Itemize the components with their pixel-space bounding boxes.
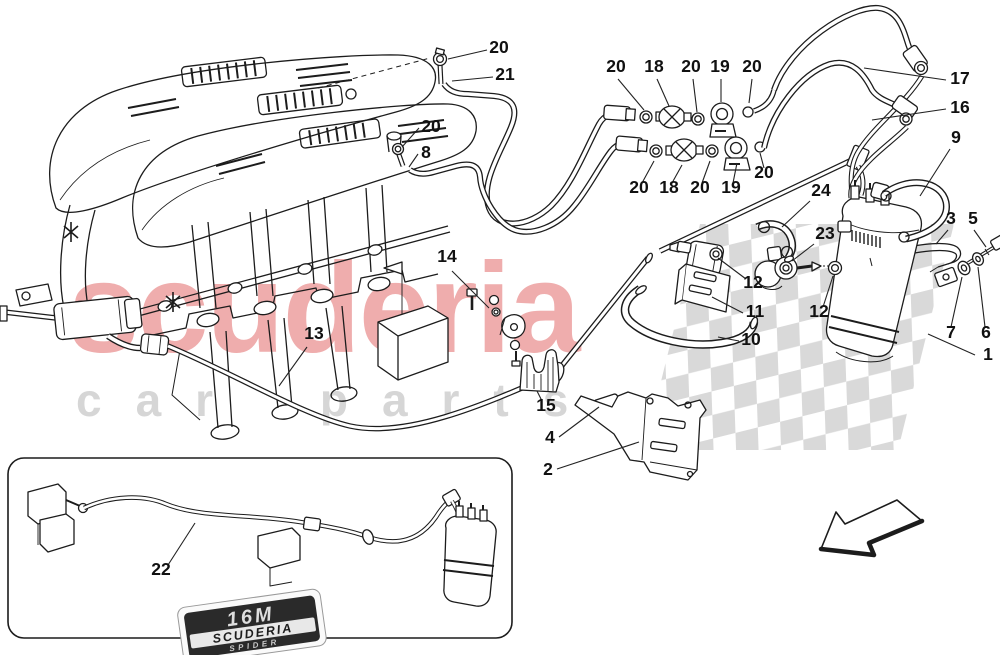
callout-leader xyxy=(536,390,543,402)
check-valve-row-2 xyxy=(649,136,766,171)
model-badge: 16M SCUDERIA SPIDER xyxy=(177,588,327,655)
vent-pipes-drawing xyxy=(764,8,929,198)
callout-leader xyxy=(278,346,308,387)
callout-leader xyxy=(950,276,963,328)
callout-leader xyxy=(935,229,949,245)
callout-leader xyxy=(748,78,753,104)
callout-leader xyxy=(732,162,738,184)
callout-label: 5 xyxy=(968,208,978,228)
watermark-brand: scuderia xyxy=(68,237,581,380)
callout-label: 15 xyxy=(536,395,556,415)
callout-label: 20 xyxy=(681,56,701,76)
callout-leader xyxy=(781,200,811,228)
callout-label: 14 xyxy=(437,246,457,266)
purge-hoses-drawing xyxy=(391,47,649,232)
callout-label: 16 xyxy=(950,97,970,117)
callout-label: 23 xyxy=(815,223,835,243)
check-valve-row-1 xyxy=(639,90,774,138)
callout-label: 20 xyxy=(754,162,774,182)
callout-label: 18 xyxy=(659,177,679,197)
callout-label: 20 xyxy=(690,177,710,197)
callout-label: 18 xyxy=(644,56,664,76)
callout-label: 7 xyxy=(946,322,956,342)
evap-canister-drawing xyxy=(825,180,1000,363)
callout-leader xyxy=(977,266,986,328)
callout-label: 20 xyxy=(629,177,649,197)
callout-label: 12 xyxy=(809,301,829,321)
callout-label: 8 xyxy=(421,142,431,162)
clamp-kit-14-drawing xyxy=(377,261,526,381)
callout-leader xyxy=(641,160,655,184)
callout-leader xyxy=(671,164,683,184)
callout-leader xyxy=(791,243,815,262)
callout-leader xyxy=(447,49,488,60)
callout-leader xyxy=(656,78,670,107)
callout-leader xyxy=(822,275,834,308)
callout-label: 22 xyxy=(151,559,171,579)
callout-label: 17 xyxy=(950,68,969,88)
callout-leader xyxy=(759,152,765,169)
callout-leader xyxy=(451,270,490,309)
callout-leader xyxy=(711,296,744,314)
callout-leader xyxy=(692,78,698,113)
callout-leader xyxy=(401,127,420,148)
callout-label: 12 xyxy=(743,272,763,292)
engine-intake-drawing xyxy=(15,54,477,440)
callout-label: 9 xyxy=(951,127,961,147)
callout-label: 20 xyxy=(489,37,509,57)
callout-leader xyxy=(973,229,987,248)
callout-label: 19 xyxy=(721,177,741,197)
callout-leader xyxy=(167,522,196,566)
callout-leader xyxy=(863,67,947,81)
callout-label: 13 xyxy=(304,323,324,343)
bracket-drawing xyxy=(519,349,707,481)
callout-label: 11 xyxy=(746,301,765,321)
callout-label: 2 xyxy=(543,459,553,479)
callout-leader xyxy=(927,333,976,356)
inset-pipe-22-drawing xyxy=(27,483,497,607)
callout-label: 24 xyxy=(811,180,831,200)
callout-leader xyxy=(556,441,640,470)
callout-leader xyxy=(408,153,419,168)
callout-leader xyxy=(871,108,947,121)
callout-leader xyxy=(617,78,645,111)
callout-leader xyxy=(451,76,494,82)
callout-label: 3 xyxy=(946,208,956,228)
callout-leader xyxy=(717,257,747,280)
callout-label: 10 xyxy=(741,329,761,349)
callout-label: 4 xyxy=(545,427,555,447)
callout-label: 1 xyxy=(983,344,993,364)
direction-arrow xyxy=(818,499,925,558)
callout-label: 20 xyxy=(606,56,626,76)
bottom-inset-box xyxy=(7,457,513,639)
callout-leader xyxy=(919,148,951,197)
callout-label: 6 xyxy=(981,322,991,342)
callout-label: 21 xyxy=(495,64,515,84)
callout-label: 20 xyxy=(421,116,441,136)
callout-label: 19 xyxy=(710,56,730,76)
callout-leader xyxy=(717,336,740,342)
callout-leader xyxy=(558,406,600,438)
callout-leader xyxy=(701,160,711,184)
callout-label: 20 xyxy=(742,56,762,76)
